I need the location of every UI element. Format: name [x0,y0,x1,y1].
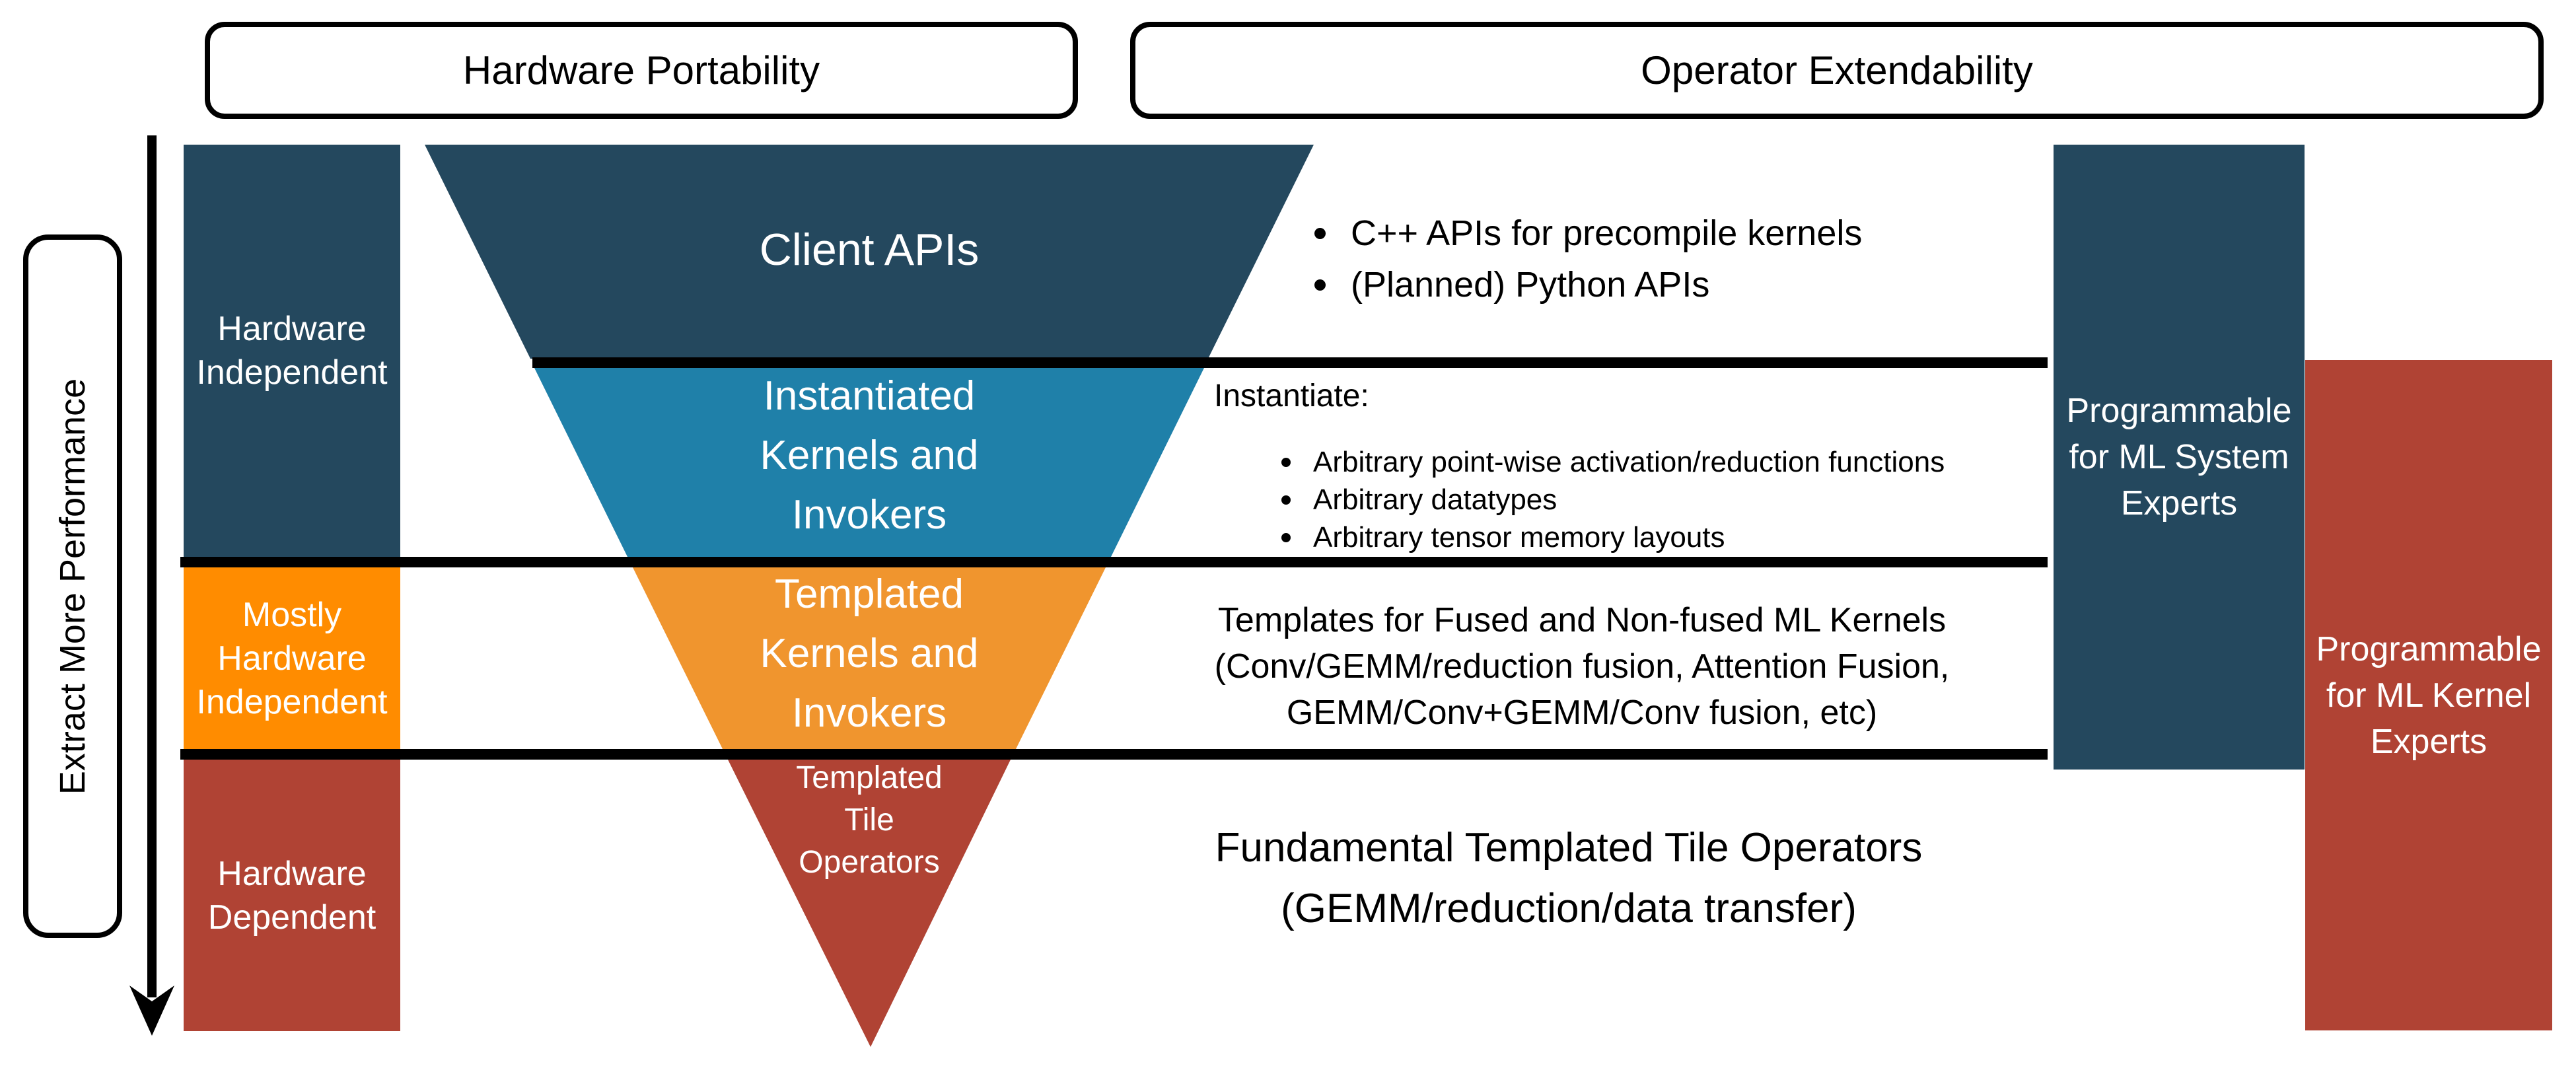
performance-axis-box: Extract More Performance [23,234,122,938]
block-ml-system-experts-label: Programmable for ML System Experts [2066,392,2292,522]
funnel-label-templated: Templated Kernels and Invokers [760,571,979,736]
bullet-icon [1281,495,1291,505]
block-hardware-independent: Hardware Independent [184,145,400,557]
header-label-operator-extendability: Operator Extendability [1641,48,2033,92]
header-label-hardware-portability: Hardware Portability [462,48,820,92]
funnel-label-client-apis: Client APIs [759,225,980,275]
bullet-item: Arbitrary tensor memory layouts [1281,519,1945,556]
bullet-item: C++ APIs for precompile kernels [1314,207,1862,259]
instantiate-title: Instantiate: [1214,378,1369,413]
block-ml-kernel-experts-label: Programmable for ML Kernel Experts [2316,629,2542,761]
separator-line-1 [532,357,2048,368]
block-ml-kernel-experts: Programmable for ML Kernel Experts [2305,360,2552,1030]
bullet-icon [1281,532,1291,542]
funnel-label-instantiated: Instantiated Kernels and Invokers [760,373,979,538]
block-mostly-hardware-independent: Mostly Hardware Independent [184,567,400,749]
block-hardware-dependent: Hardware Dependent [184,760,400,1031]
funnel-layer-client-apis-shape [425,145,1314,359]
performance-arrow-head [129,986,174,1036]
bullet-text: Arbitrary datatypes [1313,483,1557,516]
bullet-icon [1281,457,1291,467]
funnel-layer-templated-shape [633,567,1106,749]
bullet-item: Arbitrary datatypes [1281,481,1945,519]
header-box-operator-extendability: Operator Extendability [1130,22,2544,119]
bullet-text: C++ APIs for precompile kernels [1351,213,1863,253]
templates-annotation: Templates for Fused and Non-fused ML Ker… [1214,601,1950,732]
fundamental-annotation: Fundamental Templated Tile Operators (GE… [1215,825,1923,931]
block-mostly-hardware-independent-label: Mostly Hardware Independent [196,595,388,721]
separator-line-3 [180,749,2048,760]
bullet-icon [1314,279,1326,291]
bullet-icon [1314,227,1326,239]
funnel-layer-tile-operators-shape [728,760,1011,1047]
block-ml-system-experts: Programmable for ML System Experts [2054,145,2305,770]
funnel-layer-instantiated-shape [534,368,1204,557]
bullet-item: (Planned) Python APIs [1314,259,1862,310]
header-box-hardware-portability: Hardware Portability [205,22,1078,119]
performance-arrow-shaft [147,135,157,997]
performance-axis-label: Extract More Performance [53,378,92,795]
separator-line-2 [180,557,2048,567]
client-api-bullets: C++ APIs for precompile kernels (Planned… [1314,207,1862,310]
block-hardware-independent-label: Hardware Independent [196,310,388,392]
block-hardware-dependent-label: Hardware Dependent [207,854,376,937]
funnel-label-tile-operators: Templated Tile Operators [796,760,943,880]
bullet-text: Arbitrary point-wise activation/reductio… [1313,445,1945,478]
bullet-text: (Planned) Python APIs [1351,265,1710,305]
bullet-text: Arbitrary tensor memory layouts [1313,520,1725,554]
bullet-item: Arbitrary point-wise activation/reductio… [1281,443,1945,481]
instantiate-bullets: Arbitrary point-wise activation/reductio… [1281,443,1945,556]
